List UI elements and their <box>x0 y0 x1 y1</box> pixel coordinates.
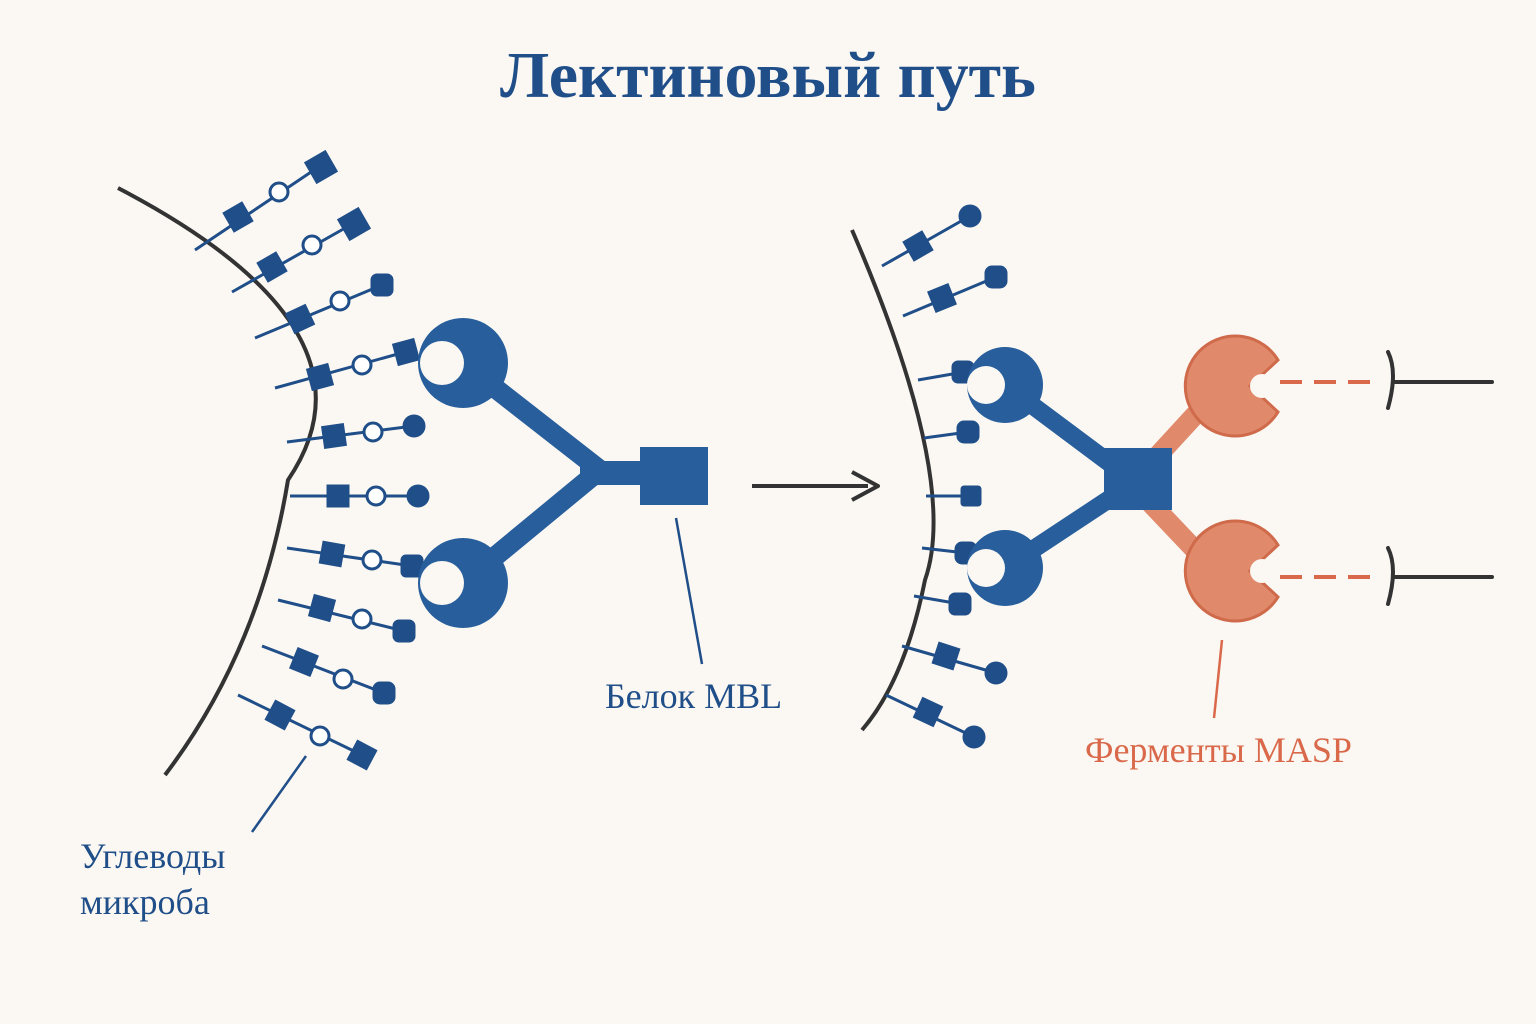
microbe-membrane <box>117 186 318 777</box>
carbohydrate-chain <box>277 593 416 643</box>
mbl-head-block <box>640 447 708 505</box>
carbohydrate-chains <box>881 204 1008 749</box>
substrate-forks <box>1386 350 1494 606</box>
mbl-protein-bound <box>967 347 1172 606</box>
carbohydrate-chain <box>926 485 982 507</box>
label-carbohydrates-line1: Углеводы <box>80 836 225 876</box>
carbohydrate-chain <box>254 273 394 340</box>
masp-enzyme <box>1183 519 1280 623</box>
masp-enzyme <box>1183 334 1280 438</box>
carbohydrate-chain <box>194 149 339 252</box>
carbohydrate-chain <box>290 484 430 508</box>
carbohydrate-chain <box>885 693 986 749</box>
label-carbohydrates-line2: микроба <box>80 882 210 922</box>
mbl-head-block <box>1104 448 1172 510</box>
carbohydrate-chain <box>923 420 980 444</box>
carbohydrate-chain <box>901 641 1008 685</box>
carbohydrate-chain <box>286 540 424 578</box>
carbohydrate-chain <box>237 693 378 771</box>
page-title: Лектиновый путь <box>500 39 1036 112</box>
transition-arrow <box>752 470 880 502</box>
label-mbl-protein: Белок MBL <box>605 676 782 716</box>
carbohydrate-chain <box>231 206 372 294</box>
mbl-protein <box>418 318 708 628</box>
carbohydrate-chain <box>261 644 396 705</box>
carbohydrate-chain <box>286 414 426 449</box>
masp-leader <box>1212 639 1224 719</box>
right-panel: Ферменты MASP <box>850 204 1494 770</box>
carbohydrate-chain <box>917 360 975 384</box>
carbohydrate-chain <box>902 265 1008 318</box>
label-masp-enzymes: Ферменты MASP <box>1085 730 1352 770</box>
left-panel: Углеводы микроба Белок MBL <box>80 149 782 922</box>
carbohydrate-chain <box>913 592 972 616</box>
carbohydrate-chains <box>194 149 430 771</box>
microbe-membrane <box>850 229 936 732</box>
mbl-leader <box>674 517 704 665</box>
carbohydrates-leader <box>250 755 308 833</box>
carbohydrate-chain <box>274 337 421 392</box>
cleavage-lines <box>1280 380 1375 579</box>
carbohydrate-chain <box>881 204 982 268</box>
